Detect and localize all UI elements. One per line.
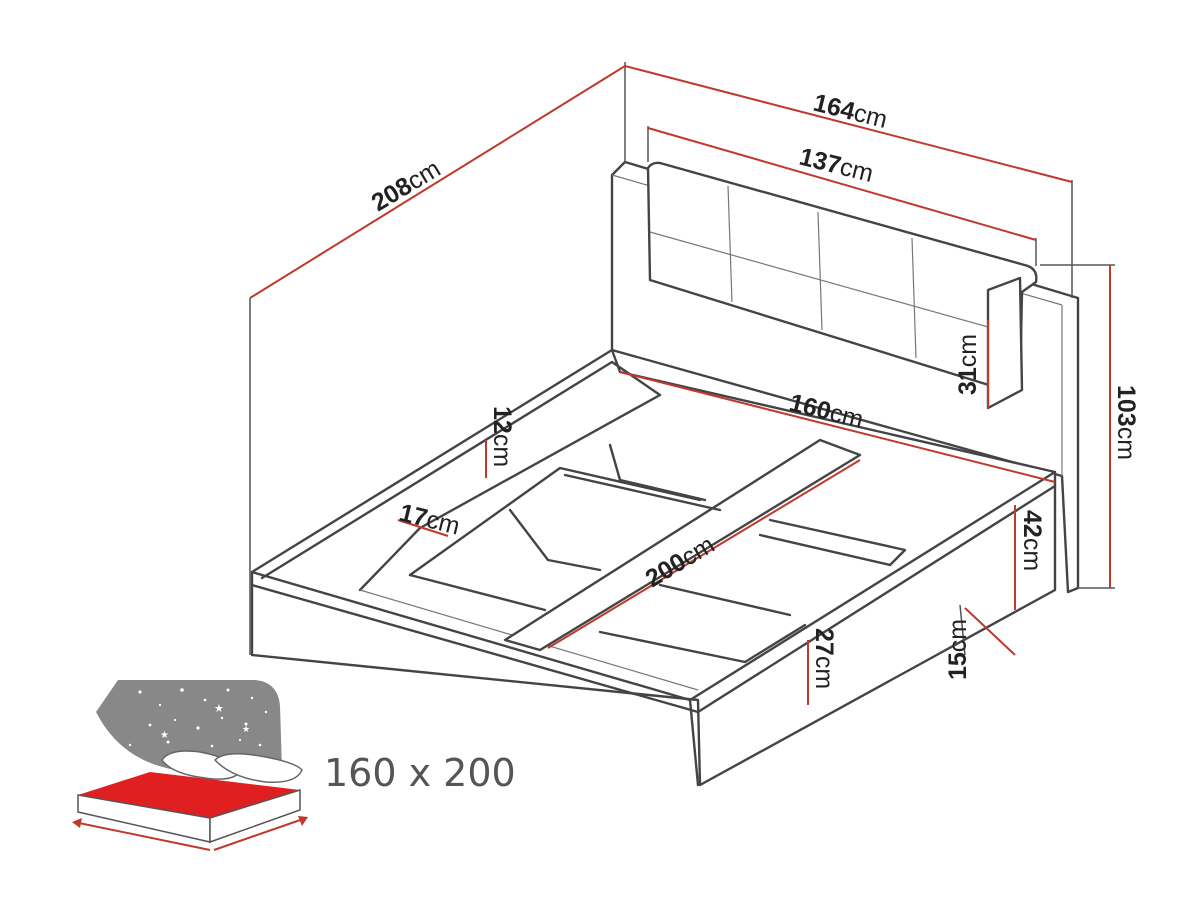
dim-label-31: 31cm	[954, 334, 982, 395]
dim-label-27: 27cm	[810, 628, 838, 689]
dim-label-17: 17cm	[397, 499, 463, 541]
svg-text:★: ★	[242, 725, 250, 735]
headboard-cushion	[646, 161, 1038, 390]
svg-text:★: ★	[214, 702, 224, 715]
dim-line-15	[964, 607, 1016, 656]
dim-label-15: 15cm	[944, 619, 972, 680]
dim-line-164	[624, 65, 1073, 183]
extension-lines	[249, 62, 1115, 656]
dim-line-160	[619, 371, 1056, 483]
svg-text:★: ★	[160, 730, 169, 741]
dim-label-164: 164cm	[811, 89, 891, 134]
bed-drawing	[249, 62, 1115, 787]
dim-label-208: 208cm	[367, 154, 446, 217]
dim-label-137: 137cm	[797, 143, 877, 188]
dim-label-103: 103cm	[1112, 385, 1140, 460]
dim-line-137	[647, 127, 1037, 241]
dimension-lines	[249, 65, 1111, 705]
dim-label-42: 42cm	[1018, 510, 1046, 571]
stars: ★ ★ ★	[128, 688, 268, 748]
slats	[408, 438, 907, 664]
dim-line-17	[397, 519, 449, 537]
mattress-size-label: 160 x 200	[324, 751, 516, 795]
dim-line-200	[547, 459, 861, 649]
dim-label-12: 12cm	[488, 406, 516, 467]
bed-mattress-night-icon: ★ ★ ★	[72, 680, 308, 851]
mattress-dimension-arrows	[72, 816, 308, 851]
night-sky	[96, 680, 282, 770]
dim-line-208	[249, 65, 626, 299]
